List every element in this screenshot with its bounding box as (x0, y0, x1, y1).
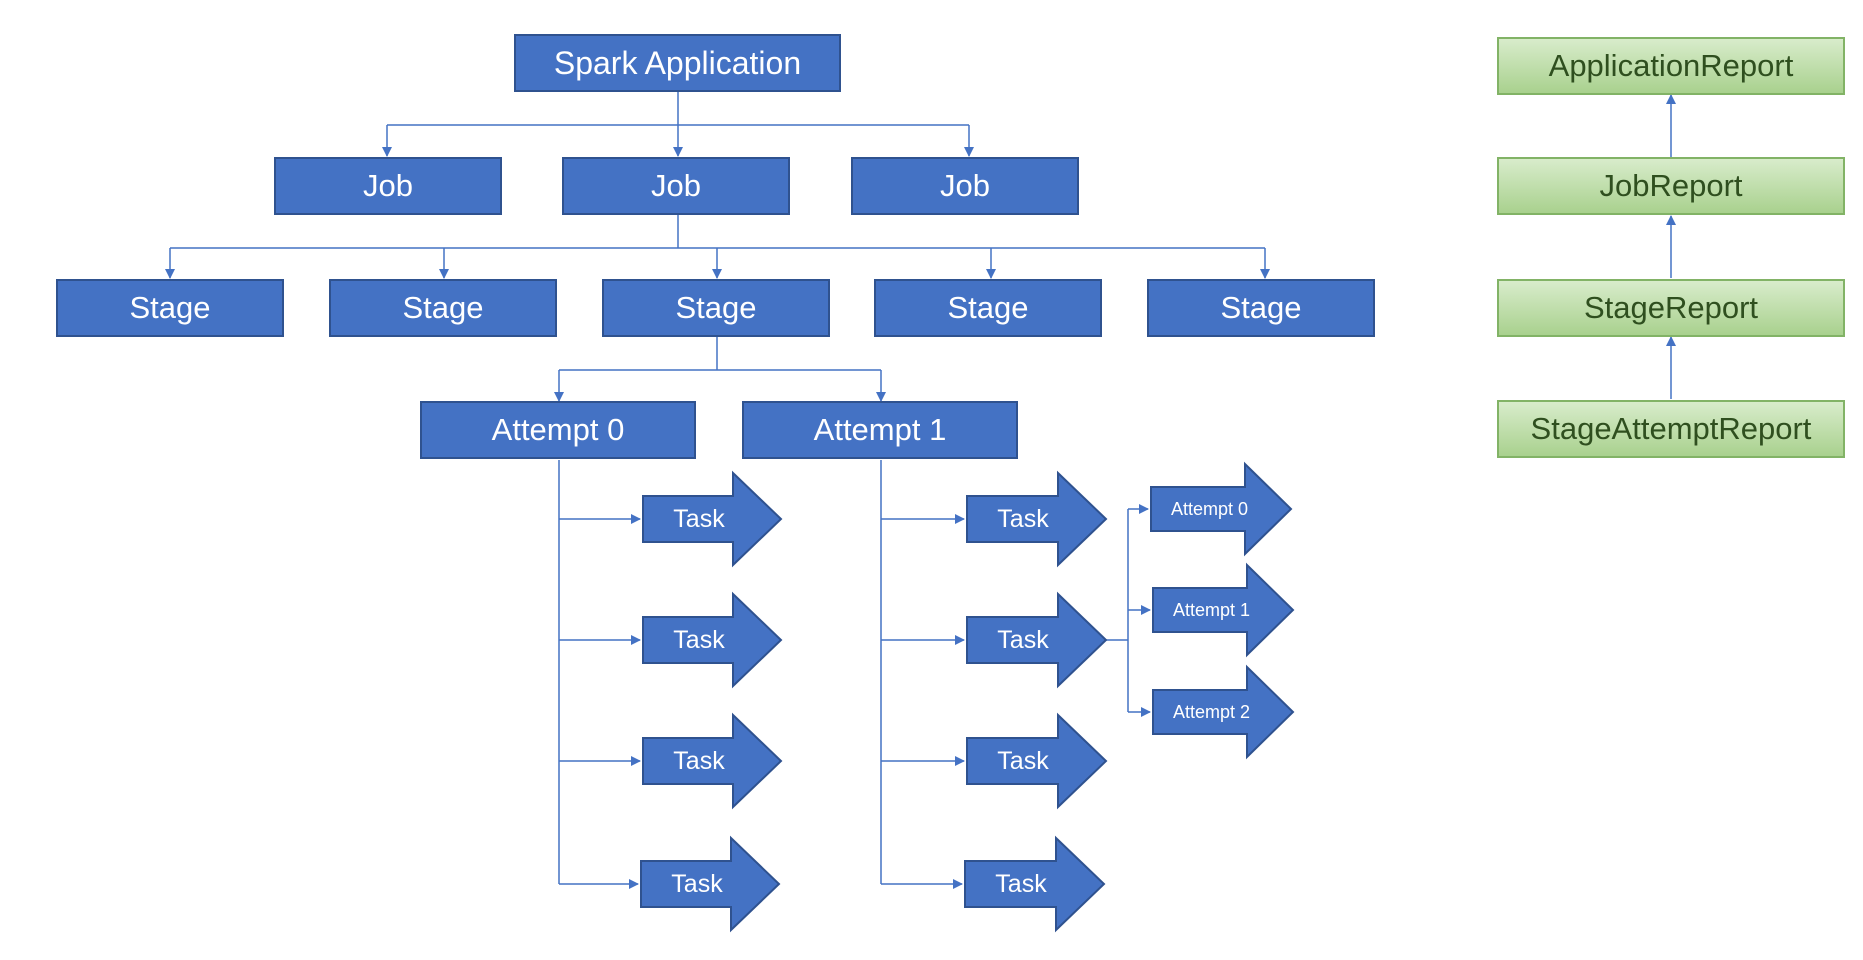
connectors-attempt1-tasks (880, 460, 965, 889)
task-attempt-arrow-0 (1150, 461, 1293, 557)
stage-node-2: Stage (329, 279, 557, 337)
connectors-stage-attempts (554, 337, 886, 402)
stage-node-1: Stage (56, 279, 284, 337)
connectors-task-attempts (1106, 504, 1151, 717)
task-arrow-a1-2 (966, 591, 1108, 689)
stage-node-3: Stage (602, 279, 830, 337)
task-arrow-a0-3 (642, 712, 783, 810)
task-arrow-a0-1 (642, 470, 783, 568)
connectors-attempt0-tasks (558, 460, 641, 889)
stage-attempt-node-0: Attempt 0 (420, 401, 696, 459)
job-node-3: Job (851, 157, 1079, 215)
stage-node-5: Stage (1147, 279, 1375, 337)
task-attempt-arrow-1 (1152, 562, 1295, 658)
stage-report-node: StageReport (1497, 279, 1845, 337)
task-arrow-a0-2 (642, 591, 783, 689)
spark-application-node: Spark Application (514, 34, 841, 92)
stage-node-4: Stage (874, 279, 1102, 337)
connectors-root-jobs (382, 91, 974, 157)
job-report-node: JobReport (1497, 157, 1845, 215)
stage-attempt-node-1: Attempt 1 (742, 401, 1018, 459)
job-node-2: Job (562, 157, 790, 215)
application-report-node: ApplicationReport (1497, 37, 1845, 95)
task-arrow-a0-4 (640, 835, 781, 933)
task-arrow-a1-1 (966, 470, 1108, 568)
job-node-1: Job (274, 157, 502, 215)
task-attempt-arrow-2 (1152, 664, 1295, 760)
connectors-job-stages (165, 214, 1270, 279)
stage-attempt-report-node: StageAttemptReport (1497, 400, 1845, 458)
task-arrow-a1-4 (964, 835, 1106, 933)
task-arrow-a1-3 (966, 712, 1108, 810)
